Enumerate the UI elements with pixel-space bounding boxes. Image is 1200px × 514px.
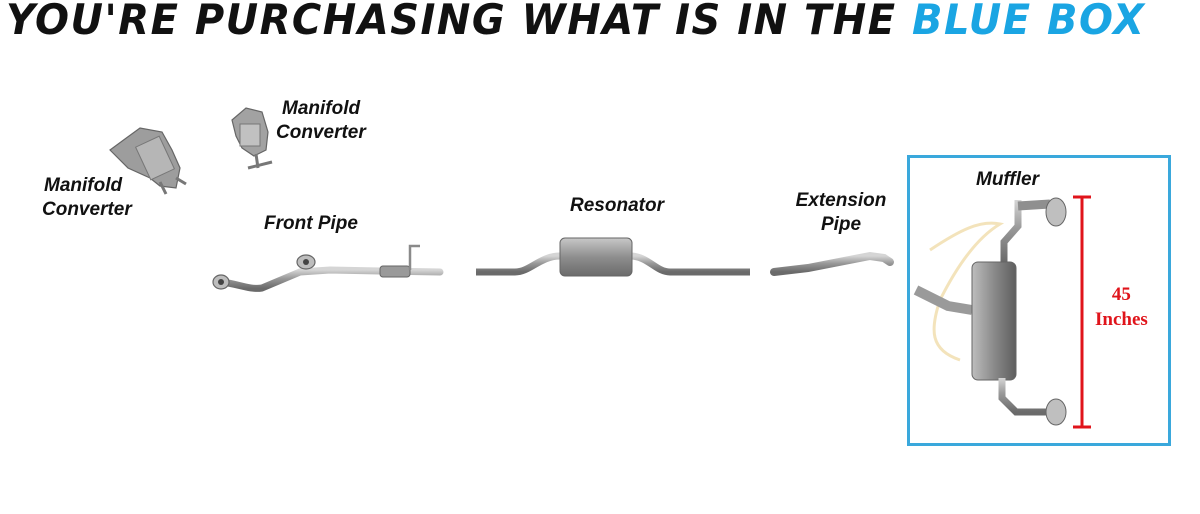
resonator-icon	[476, 237, 750, 277]
label-manifold-converter-left: Manifold Converter	[42, 174, 132, 222]
label-extension-pipe: Extension Pipe	[782, 189, 900, 237]
label-line: Converter	[42, 199, 132, 220]
measurement-bar	[1073, 195, 1091, 429]
label-line: Manifold	[44, 175, 123, 196]
manifold-converter-left-icon	[109, 127, 187, 195]
label-line: Pipe	[820, 214, 862, 235]
label-line: Converter	[276, 122, 366, 143]
label-line: Extension	[795, 190, 887, 211]
label-front-pipe: Front Pipe	[264, 213, 358, 234]
label-resonator: Resonator	[570, 195, 664, 216]
measurement-unit: Inches	[1095, 309, 1148, 330]
measurement-label: 45 Inches	[1095, 282, 1148, 332]
label-line: Manifold	[282, 98, 361, 119]
banner-highlight-text: BLUE BOX	[912, 0, 1146, 45]
label-manifold-converter-right: Manifold Converter	[276, 97, 366, 145]
extension-pipe-icon	[770, 251, 894, 276]
label-muffler: Muffler	[976, 169, 1039, 190]
blue-selection-box	[907, 155, 1171, 446]
banner-main-text: YOU'RE PURCHASING WHAT IS IN THE	[6, 0, 897, 45]
front-pipe-icon	[212, 244, 444, 292]
manifold-converter-right-icon	[231, 107, 273, 170]
banner-title: YOU'RE PURCHASING WHAT IS IN THE BLUE BO…	[6, 0, 1196, 51]
measurement-value: 45	[1111, 284, 1131, 305]
muffler-icon	[913, 197, 1067, 426]
